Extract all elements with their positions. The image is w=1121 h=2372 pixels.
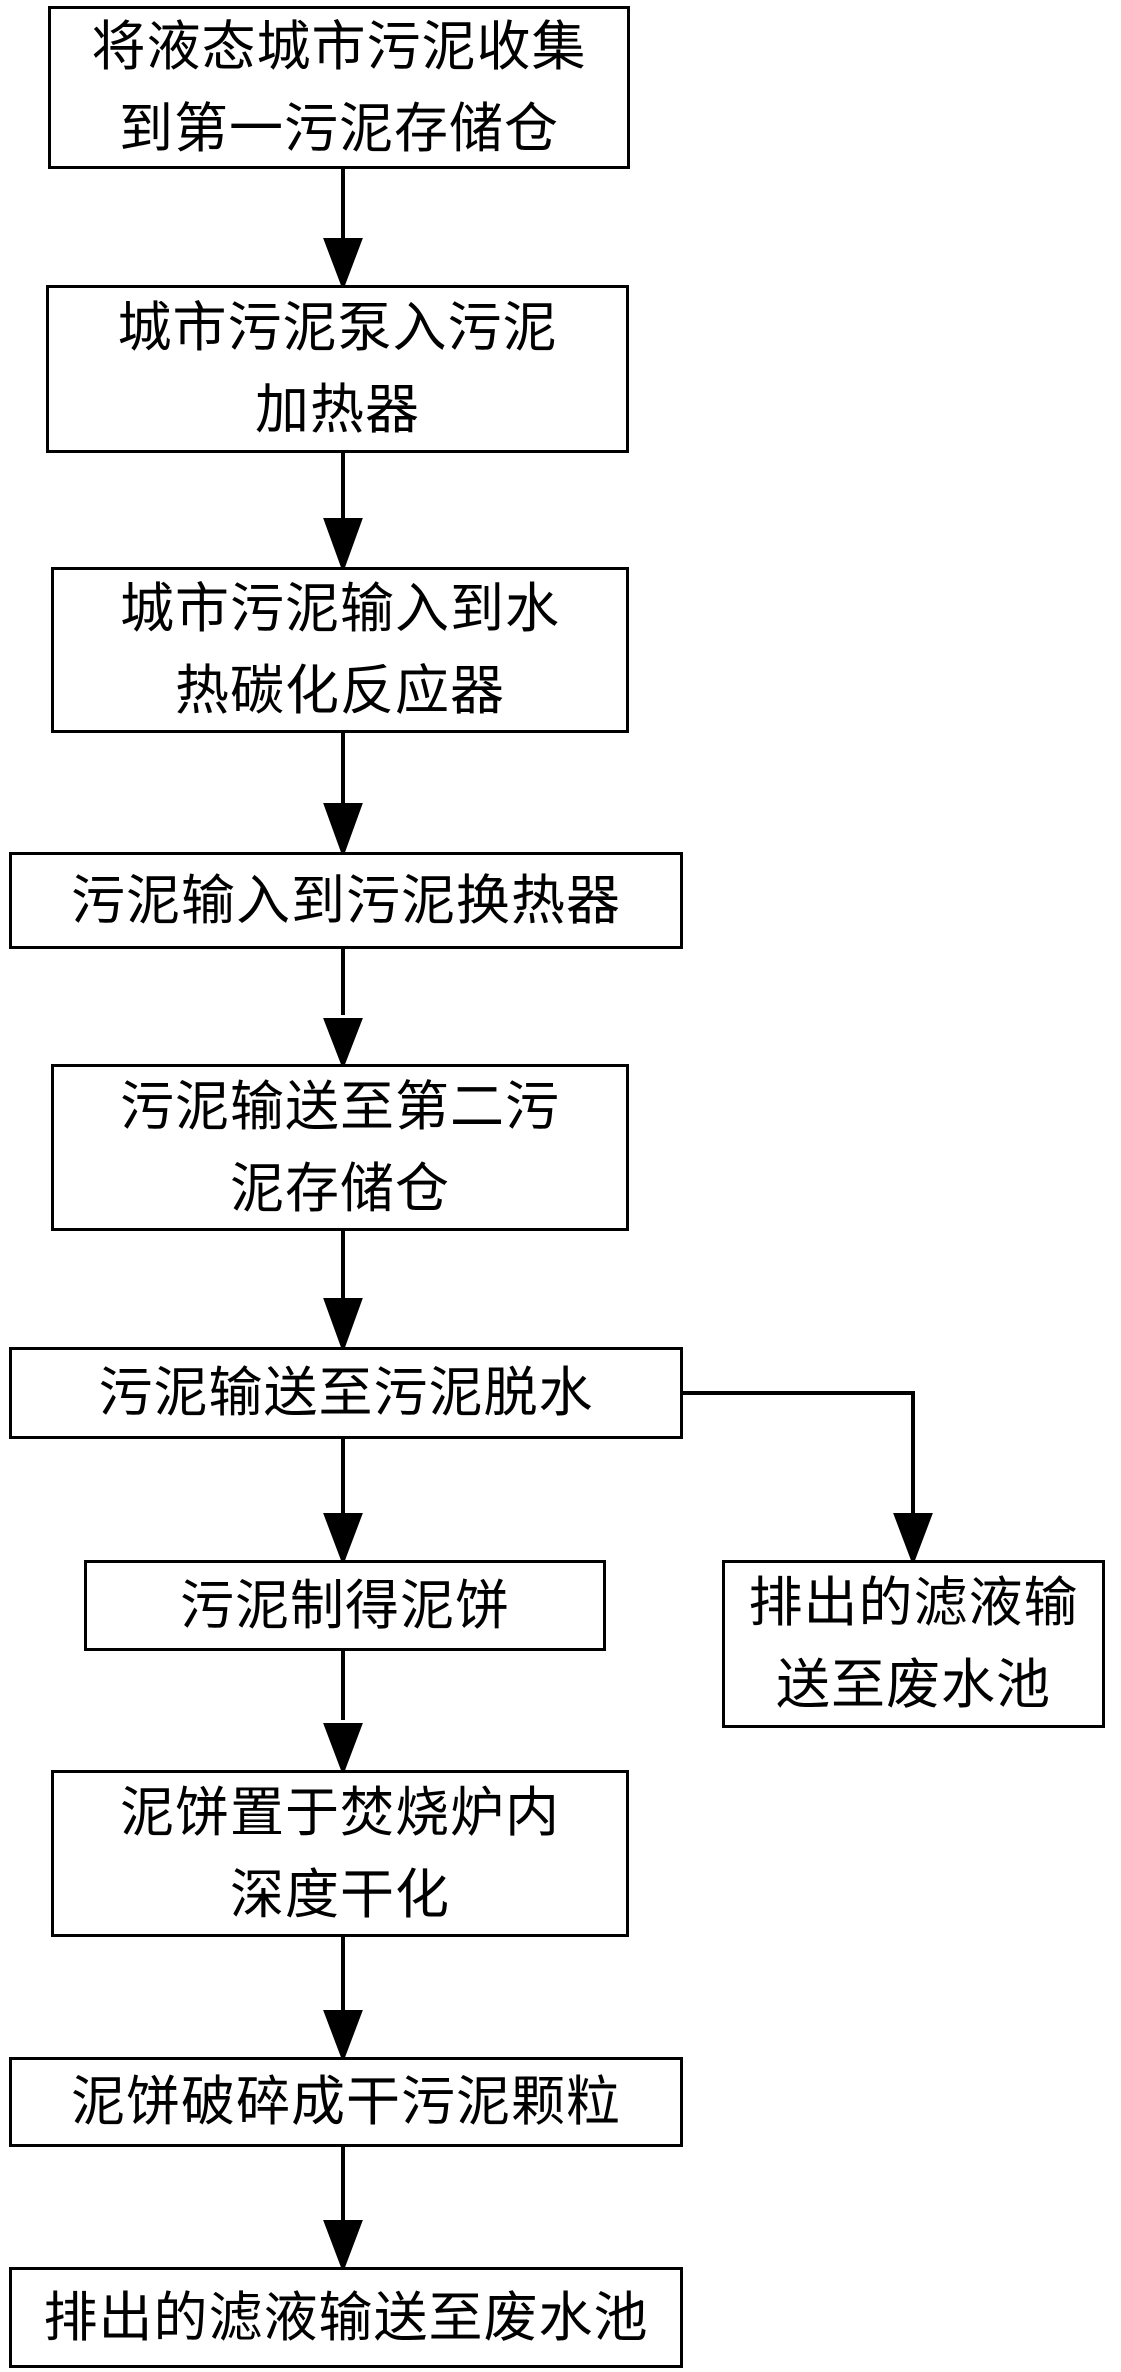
step-2-label: 城市污泥泵入污泥 加热器	[117, 296, 558, 441]
step-7-sludge-cake: 污泥制得泥饼	[84, 1560, 606, 1651]
step-3-label: 城市污泥输入到水 热碳化反应器	[120, 577, 560, 722]
step-5-second-storage: 污泥输送至第二污 泥存储仓	[51, 1064, 629, 1231]
step-10-label: 排出的滤液输送至废水池	[43, 2285, 649, 2349]
step-6-label: 污泥输送至污泥脱水	[98, 1361, 594, 1424]
arrowhead-2-3-icon	[323, 518, 363, 573]
step-5-label: 污泥输送至第二污 泥存储仓	[120, 1074, 560, 1220]
step-1-label: 将液态城市污泥收集 到第一污泥存储仓	[91, 14, 587, 160]
step-4-label: 污泥输入到污泥换热器	[71, 868, 621, 932]
step-6-dewatering: 污泥输送至污泥脱水	[9, 1347, 683, 1439]
step-1-collect-sludge: 将液态城市污泥收集 到第一污泥存储仓	[48, 6, 630, 169]
step-8-incinerator-drying: 泥饼置于焚烧炉内 深度干化	[51, 1770, 629, 1937]
arrowhead-branch-icon	[893, 1513, 933, 1566]
arrowhead-3-4-icon	[323, 803, 363, 858]
arrowhead-4-5-icon	[323, 1018, 363, 1070]
step-9-crush-granules: 泥饼破碎成干污泥颗粒	[9, 2057, 683, 2147]
branch-filtrate-box: 排出的滤液输 送至废水池	[722, 1560, 1105, 1728]
step-10-filtrate-to-wastewater: 排出的滤液输送至废水池	[9, 2267, 683, 2368]
step-8-label: 泥饼置于焚烧炉内 深度干化	[120, 1780, 560, 1926]
step-7-label: 污泥制得泥饼	[180, 1573, 510, 1637]
branch-connector	[683, 1391, 915, 1515]
step-2-pump-to-heater: 城市污泥泵入污泥 加热器	[46, 285, 629, 453]
branch-filtrate-label: 排出的滤液输 送至废水池	[748, 1571, 1079, 1716]
step-3-hydrothermal-reactor: 城市污泥输入到水 热碳化反应器	[51, 567, 629, 733]
arrowhead-8-9-icon	[323, 2010, 363, 2063]
step-9-label: 泥饼破碎成干污泥颗粒	[71, 2070, 621, 2133]
step-4-heat-exchanger: 污泥输入到污泥换热器	[9, 852, 683, 949]
arrowhead-6-7-icon	[323, 1513, 363, 1566]
arrowhead-7-8-icon	[323, 1723, 363, 1776]
arrowhead-5-6-icon	[323, 1298, 363, 1353]
arrowhead-1-2-icon	[323, 238, 363, 291]
arrowhead-9-10-icon	[323, 2220, 363, 2273]
